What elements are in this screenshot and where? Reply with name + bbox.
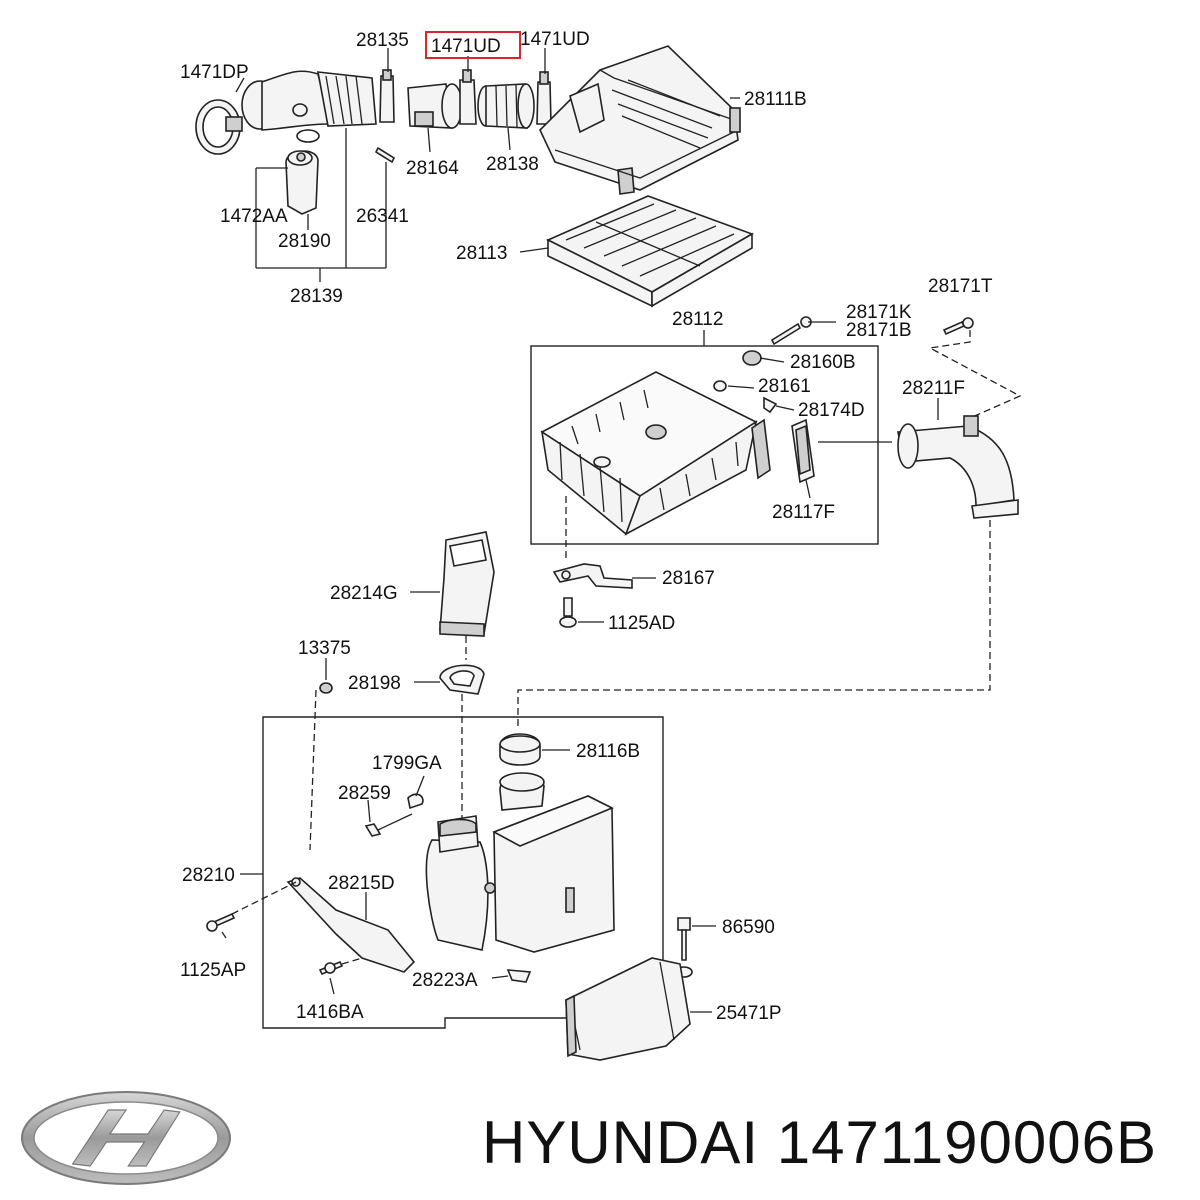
callout-28135: 28135: [356, 30, 409, 51]
seal-28198-part: [439, 664, 485, 695]
air-filter-element-part: [546, 195, 754, 308]
bolt-1125ad-part: [559, 597, 577, 628]
callout-28113: 28113: [456, 243, 507, 264]
air-flow-sensor-part: [407, 83, 463, 129]
intake-bellows-hose-part: [241, 70, 377, 131]
callout-1471dp: 1471DP: [180, 62, 249, 83]
clamp-1471ud-part: [459, 69, 477, 125]
callout-28164: 28164: [406, 158, 459, 179]
callout-28214g: 28214G: [330, 583, 398, 604]
hose-28138-part: [477, 83, 535, 129]
grommet-28161-part: [713, 380, 727, 392]
callout-1125ap: 1125AP: [180, 960, 246, 981]
callout-1472aa: 1472AA: [220, 206, 288, 227]
lower-housing-frame: [262, 716, 664, 1029]
bracket-28167-part: [552, 563, 633, 589]
callout-28171t: 28171T: [928, 276, 993, 297]
bolt-28259-part: [364, 813, 413, 837]
callout-1471ud: 1471UD: [520, 29, 590, 50]
callout-26341: 26341: [356, 206, 409, 227]
exploded-parts-diagram: 28135 1471UD 1471UD 1471DP 28111B 28164 …: [180, 29, 1022, 1061]
callout-13375: 13375: [298, 638, 351, 659]
duct-28214g-part: [439, 531, 495, 637]
intake-duct-28211f-part: [897, 415, 1019, 519]
hyundai-logo-icon: [21, 1091, 231, 1185]
callout-28167: 28167: [662, 568, 715, 589]
clip-28223a-part: [506, 969, 532, 983]
callout-28171k: 28171K: [846, 302, 912, 323]
resonator-housing-part: [425, 772, 615, 953]
cap-28116b-part: [499, 733, 541, 766]
callout-28111b: 28111B: [744, 89, 807, 110]
clip-28174d-part: [763, 396, 778, 414]
callout-1799ga: 1799GA: [372, 753, 442, 774]
callout-28190: 28190: [278, 231, 331, 252]
callout-28198: 28198: [348, 673, 401, 694]
callout-1416ba: 1416BA: [296, 1002, 364, 1023]
callout-28223a: 28223A: [412, 970, 478, 991]
clip-1799ga-part: [407, 793, 424, 810]
hose-clamp-part: [195, 99, 243, 155]
air-cleaner-cover-part: [539, 45, 741, 195]
clamp-28135-part: [379, 69, 395, 123]
callout-28174d: 28174D: [798, 400, 865, 421]
seal-28174d-part: [751, 418, 771, 480]
callout-28215d: 28215D: [328, 873, 395, 894]
bolt-1416ba-part: [318, 960, 344, 976]
lower-case-part: [540, 371, 758, 536]
resonator-part: [285, 129, 320, 215]
bolt-1125ap-part: [206, 912, 236, 932]
callout-1471ud-highlighted: 1471UD: [431, 36, 501, 57]
bolt-28171t-part: [942, 317, 974, 336]
callout-28139: 28139: [290, 286, 343, 307]
callout-25471p: 25471P: [716, 1003, 782, 1024]
nut-13375-part: [319, 682, 333, 694]
callout-28211f: 28211F: [902, 378, 965, 399]
gasket-28117f-part: [791, 418, 815, 484]
callout-28210: 28210: [182, 865, 235, 886]
callout-28161: 28161: [758, 376, 811, 397]
clip-26341-part: [374, 146, 396, 164]
callout-28116b: 28116B: [576, 741, 640, 762]
callout-28160b: 28160B: [790, 352, 856, 373]
grommet-28160b-part: [742, 350, 762, 366]
part-number: 1471190006B: [776, 1109, 1157, 1176]
brand-part-number-text: HYUNDAI 1471190006B: [482, 1108, 1157, 1177]
clamp-1471ud-second-part: [536, 71, 552, 125]
cover-25471p-part: [565, 957, 691, 1061]
callout-28171b: 28171B: [846, 320, 912, 341]
callout-28259: 28259: [338, 783, 391, 804]
bolt-28171k-part: [770, 316, 812, 346]
callout-28117f: 28117F: [772, 502, 835, 523]
highlight-box: [425, 31, 521, 59]
callout-28138: 28138: [486, 154, 539, 175]
callout-86590: 86590: [722, 917, 775, 938]
callout-1125ad: 1125AD: [608, 613, 675, 634]
brand-name: HYUNDAI: [482, 1109, 760, 1176]
callout-28112: 28112: [672, 309, 723, 330]
